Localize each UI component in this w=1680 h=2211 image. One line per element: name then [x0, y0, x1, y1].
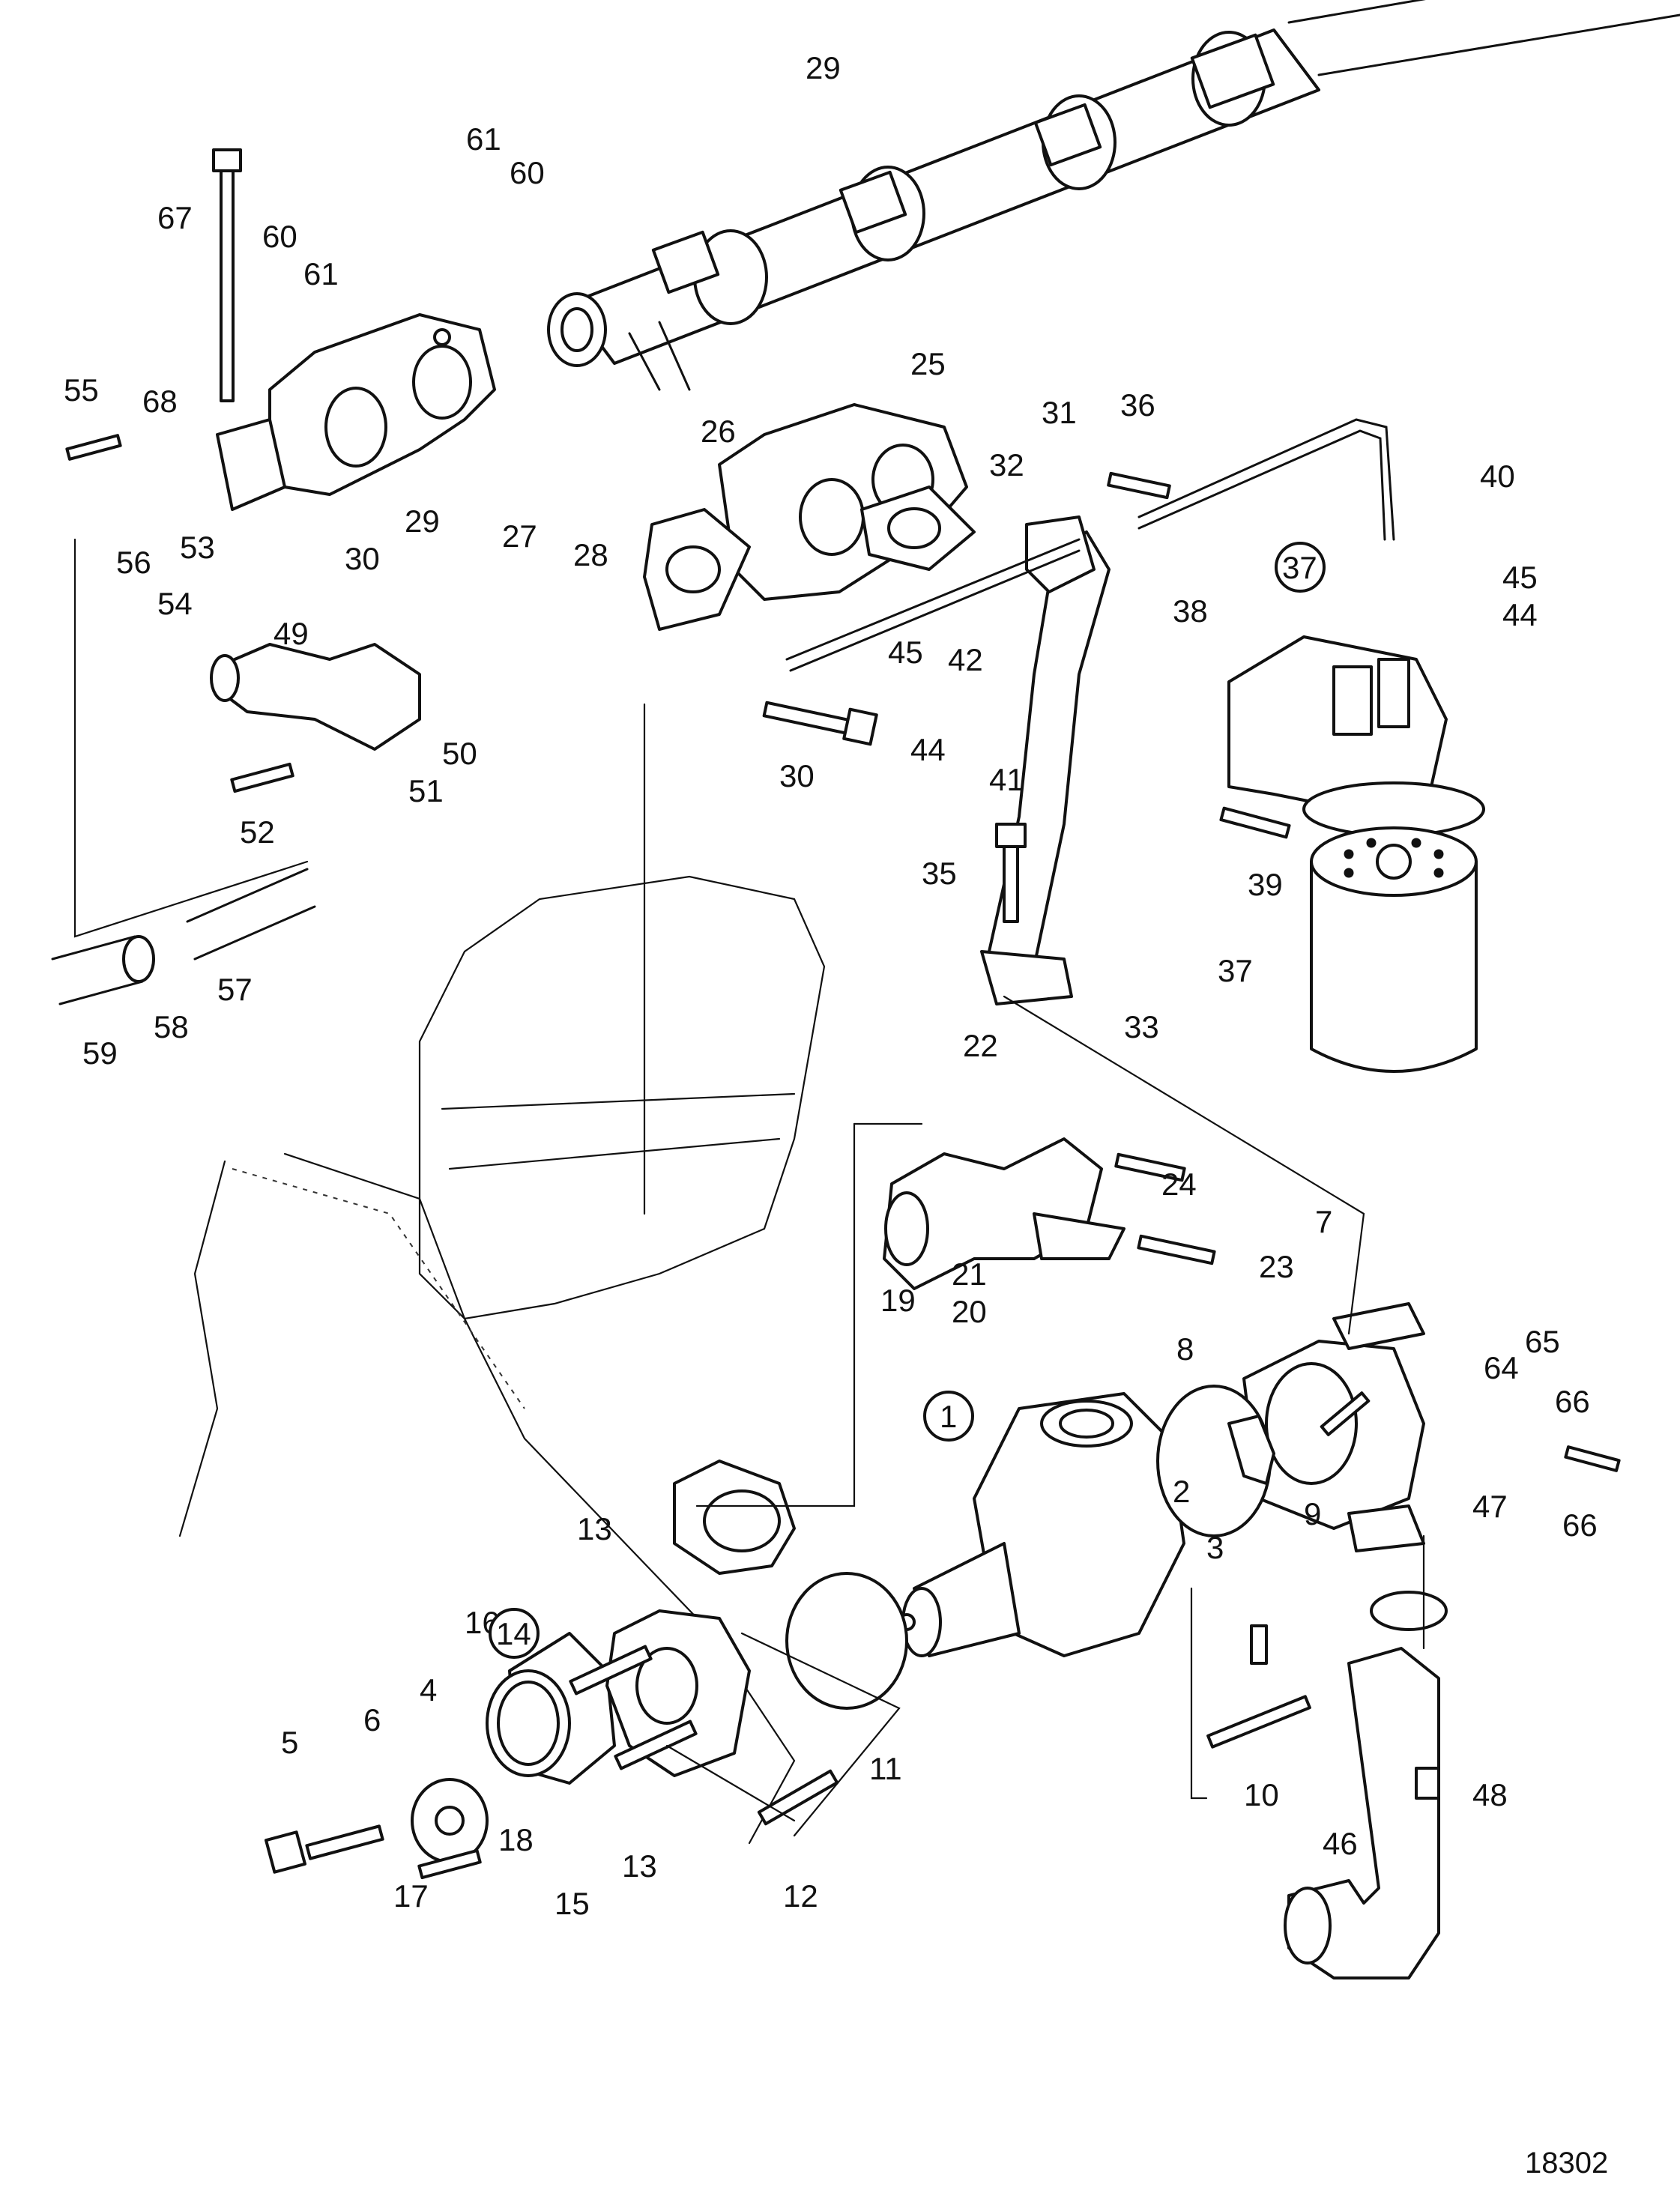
callout-29: 29	[405, 503, 440, 539]
oil-filter-bracket	[1227, 635, 1485, 837]
callout-57: 57	[217, 972, 253, 1007]
drawing-reference-number: 18302	[1525, 2147, 1608, 2180]
callout-4: 4	[420, 1672, 437, 1708]
callout-14-circled: 14	[496, 1616, 531, 1651]
callout-28: 28	[573, 537, 608, 572]
callout-5: 5	[281, 1725, 298, 1760]
callout-20: 20	[952, 1294, 987, 1329]
callout-45a: 45	[1502, 560, 1538, 595]
callout-56: 56	[116, 545, 151, 580]
callout-47: 47	[1472, 1489, 1508, 1524]
manifold-housing-left	[216, 313, 496, 511]
pulley-assembly	[411, 1632, 616, 1863]
callout-44a: 44	[1502, 597, 1538, 632]
callout-17: 17	[393, 1878, 429, 1914]
thermostat-elbow	[883, 1137, 1125, 1290]
callout-27: 27	[502, 518, 537, 554]
callout-59: 59	[82, 1035, 118, 1071]
callout-13b: 13	[622, 1848, 657, 1884]
callout-67: 68	[142, 384, 178, 419]
callout-66: 67	[157, 200, 193, 235]
callout-61b: 61	[303, 256, 339, 291]
drain-pipe	[51, 868, 316, 1005]
callout-41: 40	[1480, 459, 1515, 494]
callout-46: 46	[1323, 1826, 1358, 1861]
leader-lines	[73, 538, 1425, 1837]
callout-42: 41	[989, 762, 1024, 797]
callout-25: 25	[910, 346, 946, 381]
callout-26: 26	[701, 414, 736, 449]
callout-30: 30	[779, 758, 815, 793]
callout-65: 66	[1555, 1384, 1590, 1419]
callout-36: 36	[1120, 387, 1155, 423]
callout-22: 22	[963, 1028, 998, 1063]
callout-63: 65	[1525, 1324, 1560, 1359]
outlet-pipe	[1284, 1647, 1440, 1979]
engine-block	[178, 875, 826, 1845]
callout-7: 7	[1315, 1204, 1332, 1239]
callout-1-circled: 1	[940, 1399, 957, 1434]
callout-3: 3	[1206, 1530, 1224, 1565]
gasket-11	[785, 1572, 908, 1710]
callout-34b: 33	[1124, 1009, 1159, 1044]
callout-49: 49	[274, 616, 309, 651]
callout-39: 38	[1173, 593, 1208, 629]
callout-55: 55	[64, 372, 99, 408]
bolts	[65, 148, 1621, 1880]
callout-61a: 61	[466, 121, 501, 157]
callout-43: 42	[948, 642, 983, 677]
callout-11: 11	[869, 1751, 902, 1786]
circled-callouts: 1 14 37	[489, 542, 1326, 1659]
callout-31: 29	[806, 50, 841, 85]
callout-10: 10	[1244, 1777, 1279, 1812]
callout-48: 48	[1472, 1777, 1508, 1812]
callout-51: 51	[408, 773, 444, 808]
callout-labels: 29 61 60 67 60 61 68 55 25 26 31 36 32 4…	[64, 50, 1598, 1921]
callout-21: 21	[952, 1256, 987, 1292]
callout-13a: 13	[577, 1511, 612, 1546]
callout-37-circled: 37	[1282, 550, 1317, 585]
callout-34a: 32	[989, 447, 1024, 483]
inlet-elbow	[210, 643, 421, 751]
pump-housing	[1242, 1302, 1425, 1552]
callout-50: 50	[442, 736, 477, 771]
callout-52: 52	[240, 814, 275, 850]
callout-23: 23	[1259, 1249, 1294, 1284]
callout-45b: 45	[888, 635, 923, 670]
callout-60a: 60	[510, 155, 545, 190]
callout-62: 64	[1484, 1350, 1519, 1385]
callout-53: 53	[180, 530, 215, 565]
callout-35: 35	[922, 856, 957, 891]
callout-2: 2	[1173, 1474, 1190, 1509]
callout-64: 66	[1562, 1507, 1598, 1543]
camshaft	[547, 0, 1680, 391]
callout-60b: 60	[262, 219, 297, 254]
gasket-47	[1370, 1591, 1448, 1631]
oil-pipe	[785, 418, 1395, 672]
callout-58: 58	[154, 1009, 189, 1044]
callout-24: 24	[1161, 1167, 1197, 1202]
callout-54: 54	[157, 586, 193, 621]
callout-8: 8	[1176, 1331, 1194, 1367]
water-pump	[898, 1392, 1185, 1657]
callout-40: 39	[1248, 867, 1283, 902]
callout-18: 18	[498, 1822, 534, 1857]
callout-32: 30	[345, 541, 380, 576]
callout-38: 37	[1218, 953, 1253, 988]
callout-6: 6	[363, 1702, 381, 1737]
callout-12: 12	[783, 1878, 818, 1914]
manifold-housing-right	[643, 403, 976, 631]
coolant-pipe	[980, 515, 1111, 1005]
callout-33: 31	[1042, 395, 1077, 430]
oil-filter	[1310, 826, 1478, 1073]
callout-44b: 44	[910, 732, 946, 767]
callout-15: 15	[555, 1886, 590, 1921]
callout-9: 9	[1304, 1496, 1321, 1531]
callout-19: 19	[880, 1283, 916, 1318]
